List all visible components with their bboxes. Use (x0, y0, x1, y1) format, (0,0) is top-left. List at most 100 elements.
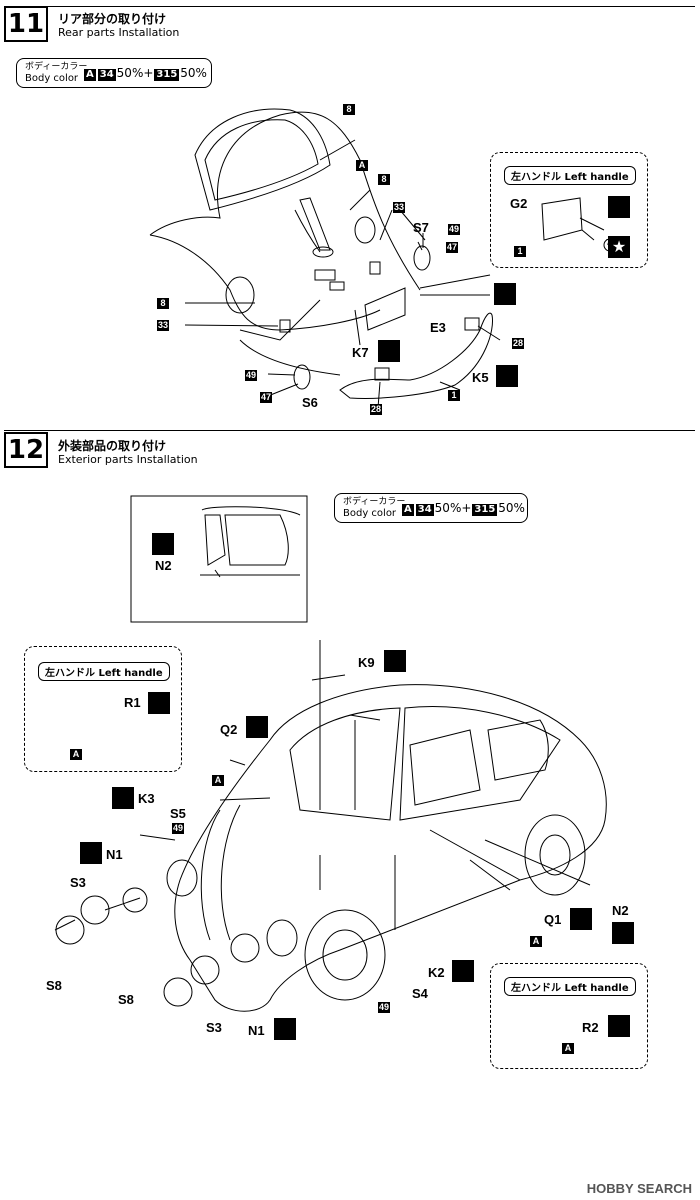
part-label-7: 7 (606, 238, 611, 247)
part-number-1b: 1 (514, 246, 526, 257)
part-number-A4: A (562, 1043, 574, 1054)
part-label-S5: S5 (170, 806, 186, 821)
footer-watermark: HOBBY SEARCH (586, 1181, 692, 1196)
part-number-28a: 28 (512, 338, 525, 349)
step-12-frame (4, 430, 695, 431)
step-12-title-en: Exterior parts Installation (58, 453, 198, 466)
step-11-frame (4, 6, 695, 7)
part-number-A3: A (530, 936, 542, 947)
part-number-A1: A (70, 749, 82, 760)
part-label-K7: K7 (352, 345, 369, 360)
part-label-E3: E3 (430, 320, 446, 335)
part-label-K3: K3 (138, 791, 155, 806)
paint-pct-1: 50%+ (116, 66, 154, 80)
glue-icon-K3 (112, 787, 134, 809)
part-label-S6: S6 (302, 395, 318, 410)
part-label-R1: R1 (124, 695, 141, 710)
part-number-1: 1 (448, 390, 460, 401)
part-label-S4: S4 (412, 986, 428, 1001)
part-number-28b: 28 (370, 404, 383, 415)
part-label-K5: K5 (472, 370, 489, 385)
step-11-title-jp: リア部分の取り付け (58, 12, 167, 26)
left-handle-tag-R1: 左ハンドル Left handle (38, 662, 170, 681)
paint-ref-12: A (402, 504, 414, 516)
rear-assembly-drawing (149, 108, 501, 409)
paint-ref: A (84, 69, 96, 81)
glue-icon-K7 (378, 340, 400, 362)
part-label-S3a: S3 (70, 875, 86, 890)
part-number-A: A (356, 160, 368, 171)
paint-code-2: 315 (154, 69, 180, 81)
body-color-label-jp-12: ボディーカラー (343, 497, 406, 507)
part-label-K2: K2 (428, 965, 445, 980)
left-handle-en: Left handle (564, 172, 629, 183)
part-label-S8a: S8 (46, 978, 62, 993)
step-12-title-jp: 外装部品の取り付け (58, 439, 167, 453)
part-label-G2: G2 (510, 196, 528, 211)
part-label-R2: R2 (582, 1020, 599, 1035)
part-number-33a: 33 (393, 202, 406, 213)
part-number-8a: 8 (343, 104, 355, 115)
part-number-49c: 49 (172, 823, 185, 834)
paint-code-1-12: 34 (415, 504, 434, 516)
body-color-label-jp: ボディーカラー (25, 62, 88, 72)
star-icon: ★ (608, 236, 630, 258)
part-label-S7: S7 (413, 220, 429, 235)
glue-icon-R1 (148, 692, 170, 714)
part-label-S8b: S8 (118, 992, 134, 1007)
glue-icon-K9 (384, 650, 406, 672)
part-label-Q1: Q1 (544, 912, 562, 927)
part-label-N2b: N2 (612, 903, 629, 918)
left-handle-box-11 (490, 152, 648, 268)
left-handle-jp-R1: 左ハンドル (45, 668, 95, 679)
part-label-N2-inset: N2 (155, 558, 172, 573)
glue-icon-K2 (452, 960, 474, 982)
glue-icon-Q1 (570, 908, 592, 930)
door-detail-inset (130, 495, 308, 623)
part-number-8b: 8 (378, 174, 390, 185)
left-handle-box-R1 (24, 646, 182, 772)
decal-icon (608, 196, 630, 218)
part-number-A2: A (212, 775, 224, 786)
part-number-47b: 47 (260, 392, 273, 403)
part-label-S3b: S3 (206, 1020, 222, 1035)
left-handle-tag-11: 左ハンドル Left handle (504, 166, 636, 185)
paint-pct-2-12: 50% (498, 501, 525, 515)
part-label-K9: K9 (358, 655, 375, 670)
body-color-label-en-12: Body color (343, 508, 397, 519)
part-label-Q2: Q2 (220, 722, 238, 737)
step-11-title-en: Rear parts Installation (58, 26, 180, 39)
glue-icon-N2b (612, 922, 634, 944)
glue-icon-N2-inset (152, 533, 174, 555)
glue-icon-N1b (274, 1018, 296, 1040)
paint-code-2-12: 315 (472, 504, 498, 516)
glue-icon-R2 (608, 1015, 630, 1037)
paint-code-1: 34 (97, 69, 116, 81)
part-number-49d: 49 (378, 1002, 391, 1013)
part-label-N1a: N1 (106, 847, 123, 862)
car-exterior-drawing (54, 640, 607, 1012)
part-label-N1b: N1 (248, 1023, 265, 1038)
decal-icon-bumper (494, 283, 516, 305)
paint-pct-2: 50% (180, 66, 207, 80)
glue-icon-K5 (496, 365, 518, 387)
part-number-49a: 49 (448, 224, 461, 235)
part-number-33b: 33 (157, 320, 170, 331)
part-number-47a: 47 (446, 242, 459, 253)
part-number-8c: 8 (157, 298, 169, 309)
left-handle-jp-R2: 左ハンドル (511, 983, 561, 994)
left-handle-tag-R2: 左ハンドル Left handle (504, 977, 636, 996)
step-11-number: 11 (4, 6, 48, 42)
glue-icon-Q2 (246, 716, 268, 738)
paint-pct-1-12: 50%+ (434, 501, 472, 515)
left-handle-jp: 左ハンドル (511, 172, 561, 183)
step-12-number: 12 (4, 432, 48, 468)
left-handle-en-R1: Left handle (98, 668, 163, 679)
body-color-label-en: Body color (25, 73, 79, 84)
part-number-49b: 49 (245, 370, 258, 381)
left-handle-en-R2: Left handle (564, 983, 629, 994)
